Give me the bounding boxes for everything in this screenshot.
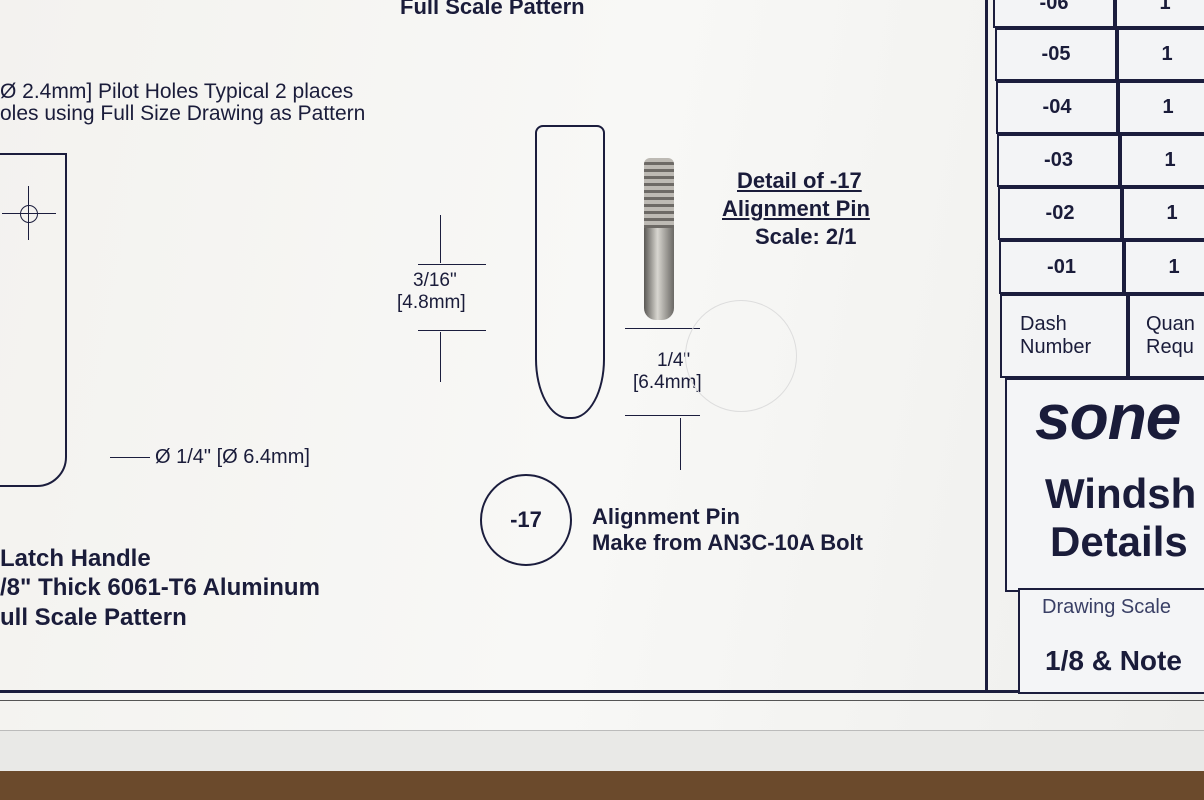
dash-cell: -05 — [995, 28, 1117, 81]
drawing-sheet: Full Scale Pattern Ø 2.4mm] Pilot Holes … — [0, 0, 1204, 771]
note-line-1: Ø 2.4mm] Pilot Holes Typical 2 places — [0, 80, 354, 103]
dash-cell: -06 — [993, 0, 1115, 28]
scale-value: 1/8 & Note — [1045, 645, 1182, 676]
latch-label-2: /8" Thick 6061-T6 Aluminum — [0, 574, 320, 601]
qty-cell: 1 — [1115, 0, 1204, 28]
callout-label-1: Alignment Pin — [592, 504, 740, 529]
latch-handle-outline — [0, 153, 67, 487]
pin-outline — [535, 125, 605, 419]
note-line-2: oles using Full Size Drawing as Pattern — [0, 102, 366, 125]
detail-line-1: Detail of -17 — [737, 168, 862, 193]
detail-line-2: Alignment Pin — [722, 196, 870, 221]
header-dash-number: Dash Number — [1000, 294, 1128, 378]
physical-pin — [644, 158, 674, 320]
callout-number: -17 — [510, 507, 542, 532]
ghost-circle — [685, 300, 797, 412]
dim2-mm: [6.4mm] — [633, 372, 702, 393]
qty-cell: 1 — [1122, 187, 1204, 240]
dash-cell: -01 — [999, 240, 1124, 294]
qty-cell: 1 — [1117, 28, 1204, 81]
qty-cell: 1 — [1118, 81, 1204, 134]
dash-cell: -04 — [996, 81, 1118, 134]
callout-bubble: -17 — [480, 474, 572, 566]
latch-label-3: ull Scale Pattern — [0, 604, 187, 631]
crosshair-icon — [20, 205, 38, 223]
header-quantity: Quan Requ — [1128, 294, 1204, 378]
header-title: Full Scale Pattern — [400, 0, 585, 19]
brand-logo: sone — [1035, 381, 1181, 453]
qty-cell: 1 — [1120, 134, 1204, 187]
latch-label-1: Latch Handle — [0, 545, 151, 572]
detail-line-3: Scale: 2/1 — [755, 224, 857, 249]
dim1-mm: [4.8mm] — [397, 292, 466, 313]
dim2-inches: 1/4" — [657, 350, 691, 371]
dash-cell: -02 — [998, 187, 1122, 240]
drawing-title-1: Windsh — [1045, 470, 1197, 517]
scale-block — [1018, 588, 1204, 694]
scale-label: Drawing Scale — [1042, 596, 1171, 618]
title-block — [1005, 378, 1204, 592]
drawing-title-2: Details — [1050, 518, 1188, 565]
dim1-inches: 3/16" — [413, 270, 457, 291]
dash-cell: -03 — [997, 134, 1120, 187]
paper-edge — [0, 730, 1204, 771]
hole-dimension: Ø 1/4" [Ø 6.4mm] — [155, 446, 310, 468]
qty-cell: 1 — [1124, 240, 1204, 294]
callout-label-2: Make from AN3C-10A Bolt — [592, 530, 863, 555]
